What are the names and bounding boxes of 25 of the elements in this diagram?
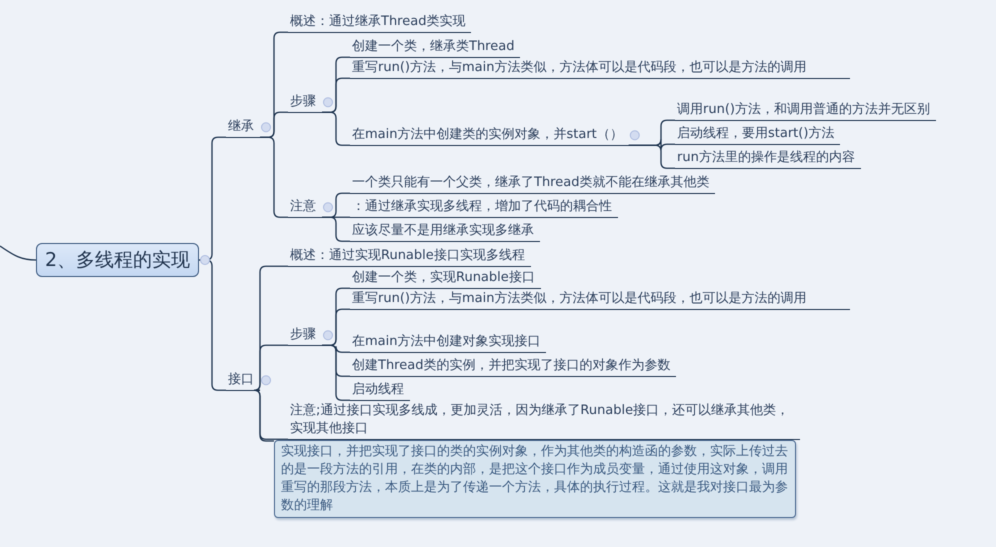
topic-label: 继承	[226, 117, 260, 138]
topic-label: 接口	[226, 370, 260, 391]
topic-label: 步骤	[288, 325, 322, 346]
topic-label: 启动线程，要用start()方法	[675, 124, 840, 145]
topic-label: 一个类只能有一个父类，继承了Thread类就不能在继承其他类	[350, 173, 716, 194]
note-box: 实现接口，并把实现了接口的类的实例对象，作为其他类的构造函的参数，实际上传过去的是一段方法的引用，在类的内部，是把这个接口作为成员变量，通过使用这对象，调用重写的那段方法，本质上是为了传递一个方法，具体的执行过程。这就是我对接口最为参数的理解	[274, 440, 796, 518]
topic-label: ：通过继承实现多线程，增加了代码的耦合性	[350, 197, 618, 218]
topic-label: 步骤	[288, 92, 322, 113]
connector-line	[0, 245, 36, 261]
topic-label: 启动线程	[350, 380, 410, 401]
topic-label: 调用run()方法，和调用普通的方法并无区别	[675, 100, 936, 121]
topic-label: 在main方法中创建类的实例对象，并start（）	[350, 125, 629, 146]
topic-label: 在main方法中创建对象实现接口	[350, 332, 546, 353]
topic-label: 概述：通过实现Runable接口实现多线程	[288, 246, 531, 267]
topic-label: 重写run()方法，与main方法类似，方法体可以是代码段，也可以是方法的调用	[350, 289, 850, 310]
connector-line	[253, 390, 274, 442]
topic-label: 注意	[288, 197, 322, 218]
topic-label: 创建Thread类的实例，并把实现了接口的对象作为参数	[350, 356, 676, 377]
topic-label: 创建一个类，继承类Thread	[350, 37, 520, 58]
topic-label: 创建一个类，实现Runable接口	[350, 268, 541, 289]
topic-label: 重写run()方法，与main方法类似，方法体可以是代码段，也可以是方法的调用	[350, 58, 850, 79]
topic-label: run方法里的操作是线程的内容	[675, 148, 861, 169]
central-topic-box: 2、多线程的实现	[36, 243, 199, 277]
topic-label: 应该尽量不是用继承实现多继承	[350, 221, 540, 242]
topic-label: 概述：通过继承Thread类实现	[288, 12, 472, 33]
